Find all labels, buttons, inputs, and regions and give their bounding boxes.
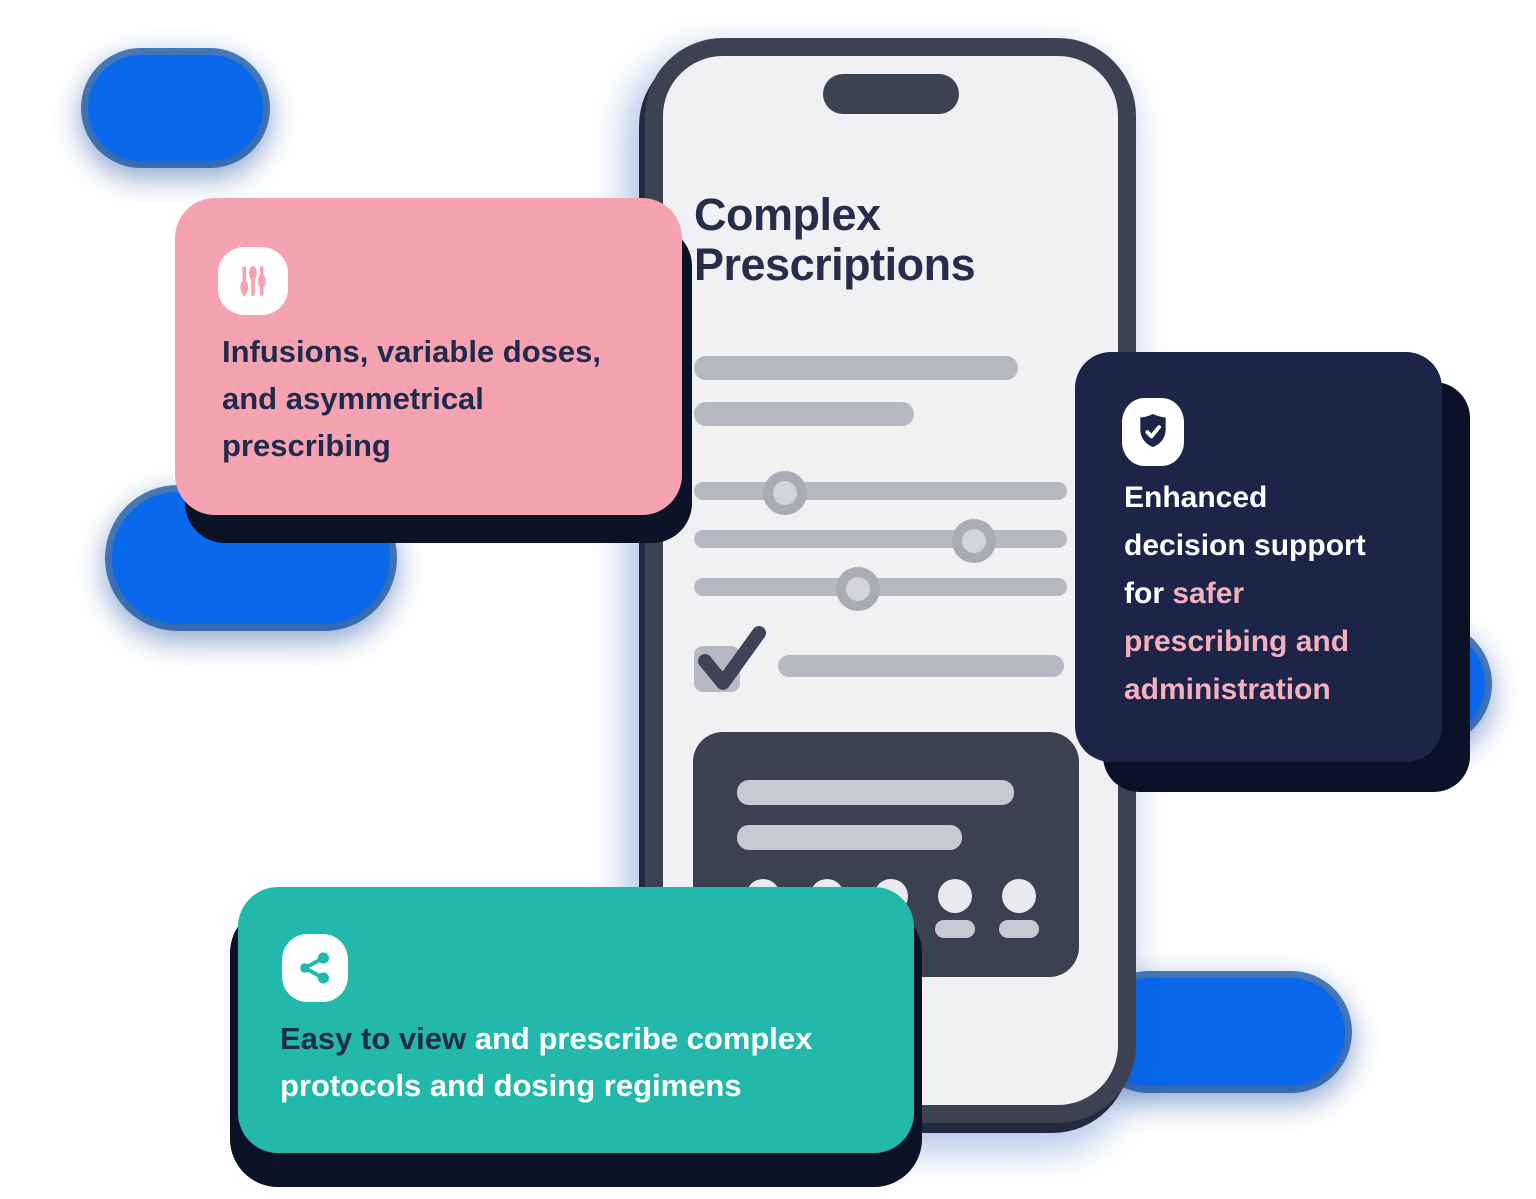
avatar-label-bar	[999, 920, 1039, 938]
avatar-label-bar	[935, 920, 975, 938]
card-easy-text-rest: and prescribe complex protocols and dosi…	[280, 1021, 813, 1103]
card-infusions-text: Infusions, variable doses, and asymmetri…	[222, 334, 602, 463]
share-icon	[282, 934, 348, 1002]
card-easy-text: Easy to view and prescribe complex proto…	[280, 1015, 910, 1109]
card-infusions: Infusions, variable doses, and asymmetri…	[175, 198, 682, 515]
card-decision-text-highlight: safer prescribing and administration	[1124, 577, 1350, 706]
sliders-icon	[218, 247, 288, 315]
card-easy-view: Easy to view and prescribe complex proto…	[238, 887, 914, 1153]
card-decision-support: Enhanced decision support for safer pres…	[1075, 352, 1442, 762]
slider-knob-3[interactable]	[836, 567, 880, 611]
slider-track-1[interactable]	[694, 482, 1067, 500]
text-placeholder-bar	[737, 780, 1014, 805]
decor-pill-bottom-right	[1095, 978, 1345, 1086]
shield-check-icon	[1122, 398, 1184, 466]
slider-track-2[interactable]	[694, 530, 1067, 548]
slider-knob-1[interactable]	[763, 471, 807, 515]
avatar-dot	[938, 879, 972, 913]
text-placeholder-bar	[778, 655, 1064, 677]
card-decision-text: Enhanced decision support for safer pres…	[1124, 474, 1424, 714]
text-placeholder-bar	[694, 402, 914, 426]
card-easy-text-highlight: Easy to view	[280, 1021, 475, 1056]
text-placeholder-bar	[694, 356, 1018, 380]
avatar-dot	[1002, 879, 1036, 913]
checkmark-icon	[698, 626, 766, 690]
slider-knob-2[interactable]	[952, 519, 996, 563]
decor-pill-top-left	[88, 55, 263, 161]
card-decision-text-start: Enhanced decision support for	[1124, 481, 1366, 610]
page-title: Complex Prescriptions	[694, 189, 976, 290]
text-placeholder-bar	[737, 825, 962, 850]
dynamic-island	[823, 74, 959, 114]
slider-track-3[interactable]	[694, 578, 1067, 596]
